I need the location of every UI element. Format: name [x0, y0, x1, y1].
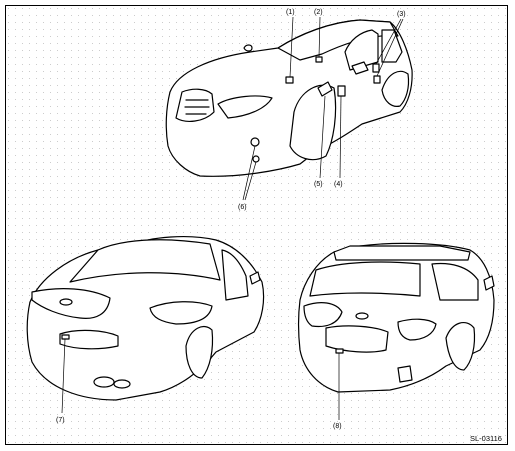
part-3b-icon	[373, 75, 381, 84]
leader-4	[339, 95, 342, 179]
wagon-rear-wheel	[445, 321, 476, 371]
part-7-icon	[61, 334, 70, 340]
sedan-front-view	[165, 19, 413, 177]
rear-emblem-icon	[59, 298, 73, 306]
wagon-reflector	[397, 365, 413, 383]
part-3a-icon	[372, 63, 380, 73]
part-1-icon	[285, 76, 294, 84]
wagon-plate-recess	[325, 325, 389, 353]
exhaust-left-icon	[93, 376, 115, 388]
part-6b-icon	[252, 155, 260, 163]
front-wheel	[289, 84, 337, 161]
part-2-icon	[315, 56, 323, 63]
roof-rails	[333, 245, 471, 261]
right-taillight	[149, 301, 213, 325]
leader-3a	[375, 18, 402, 65]
callout-5: (5)	[314, 181, 323, 188]
side-mirror-rear-car-icon	[249, 271, 261, 285]
callout-7: (7)	[56, 417, 65, 424]
leader-lines	[61, 16, 404, 420]
leader-6b	[244, 161, 257, 201]
part-4-icon	[337, 85, 346, 97]
wagon-rear-view	[297, 242, 495, 393]
front-door-window	[344, 29, 379, 71]
rear-wheel	[381, 70, 410, 107]
part-5-icon	[317, 81, 333, 97]
rear-side-window	[221, 249, 249, 301]
leader-5	[319, 95, 326, 179]
part-8-icon	[335, 348, 344, 354]
callout-6: (6)	[238, 204, 247, 211]
wagon-side-window	[431, 262, 479, 301]
callout-2: (2)	[314, 9, 323, 16]
front-grille	[175, 88, 215, 122]
wagon-right-taillight	[397, 318, 437, 341]
headlight	[217, 95, 273, 119]
figure-code: SL-03116	[470, 434, 502, 443]
leader-1	[289, 16, 294, 78]
figure-frame	[5, 5, 508, 445]
leader-3b	[376, 18, 404, 77]
mirror-icon	[243, 44, 253, 52]
license-plate-recess	[59, 329, 119, 350]
leader-2	[318, 16, 321, 58]
callout-1: (1)	[286, 9, 295, 16]
callout-3: (3)	[397, 11, 406, 18]
wagon-emblem-icon	[355, 312, 369, 320]
wagon-rear-window	[309, 261, 421, 297]
side-mirror-icon	[351, 61, 369, 75]
leader-7	[61, 338, 66, 414]
part-6a-icon	[250, 137, 260, 147]
rear-window	[69, 239, 221, 283]
callout-8: (8)	[333, 423, 342, 430]
callout-4: (4)	[334, 181, 343, 188]
wagon-left-taillight	[303, 302, 343, 328]
exhaust-right-icon	[113, 379, 131, 389]
leader-6a	[242, 145, 256, 201]
rear-wheel-left-car	[185, 325, 214, 379]
wagon-mirror-icon	[483, 275, 495, 291]
sedan-rear-view	[26, 236, 265, 401]
